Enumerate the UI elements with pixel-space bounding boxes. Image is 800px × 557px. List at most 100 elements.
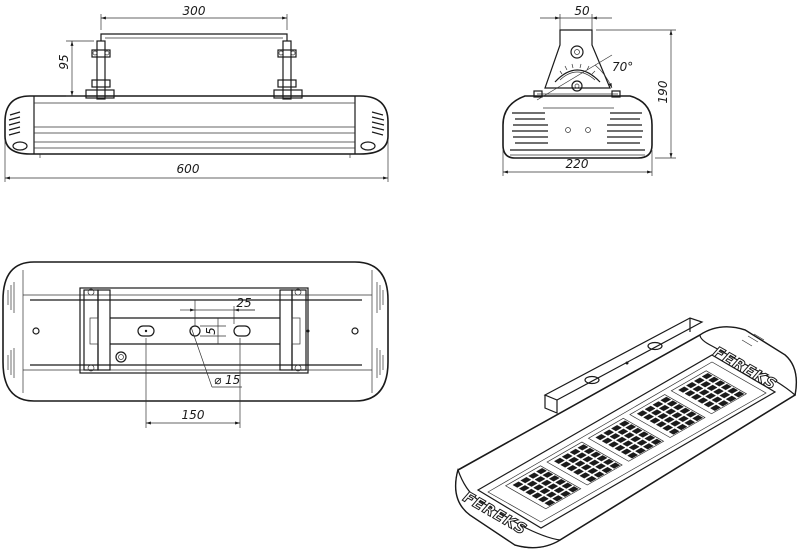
dim-label-95: 95 [57,54,71,69]
led-chip [690,393,702,401]
led-chip [670,420,681,427]
iso-led-panel [476,354,777,529]
led-chip [534,476,546,483]
led-chip [713,388,724,395]
dim-side-top-width: 50 [540,4,612,30]
led-module [670,370,748,415]
led-chip [596,455,608,462]
led-chip [576,452,587,459]
led-chip [628,444,640,451]
iso-led-grid [504,370,748,510]
led-chip [658,404,670,412]
side-bracket [533,29,621,98]
dim-label-220: 220 [566,157,589,171]
led-chip [585,475,597,483]
led-chip [609,462,621,469]
led-chip [561,453,573,460]
led-chip [609,433,621,440]
led-chip [547,483,559,490]
led-chip [644,435,656,442]
dim-slot-height: 5 [200,318,226,344]
cooling-fins-left [8,111,28,151]
led-chip [698,389,710,396]
led-chip [555,478,567,486]
led-chip [706,384,718,392]
led-chip [725,395,737,402]
angle-line [536,54,613,101]
led-chip [548,475,560,482]
dim-label-d15: ⌀ 15 [214,373,240,387]
led-chip [693,377,705,384]
led-chip [650,438,662,445]
led-chip [733,391,745,398]
led-chip [625,424,637,431]
dim-label-600: 600 [177,162,200,176]
led-chip [710,404,721,411]
led-chip [590,451,602,458]
dim-bracket-width: 300 [100,4,288,30]
led-chip [545,491,557,498]
top-fins-left [7,282,15,378]
led-chip [602,458,614,466]
led-chip [700,381,712,388]
dim-label-25: 25 [236,296,251,310]
led-chip [574,460,586,467]
led-chip [601,466,613,474]
dim-label-300: 300 [183,4,206,18]
led-chip [678,386,690,393]
led-chip [671,412,683,419]
led-chip [537,496,549,503]
led-chip [560,490,571,497]
dim-side-height: 190 [596,29,676,159]
led-chip [577,444,589,451]
led-chip [582,456,594,463]
led-chip [611,424,622,432]
led-chip [685,411,697,418]
led-chip [714,380,726,387]
led-chip [679,407,691,414]
dim-label-5: 5 [204,327,218,335]
led-chip [643,413,655,421]
led-chip [627,452,639,459]
led-chip [630,435,642,443]
led-chip [657,413,669,420]
led-chip [623,432,635,439]
led-chip [717,400,729,407]
led-chip [719,392,731,399]
top-fins-right [376,282,384,378]
led-chip [579,472,591,479]
led-chip [539,487,551,495]
led-chip [536,467,547,475]
led-chip [652,401,664,408]
led-chip [620,448,632,455]
led-chip [727,387,739,394]
iso-bracket [543,317,704,401]
led-chip [660,396,672,403]
led-chip [618,420,630,427]
led-chip [703,401,715,408]
led-chip [520,476,532,484]
led-chip [684,419,696,426]
slot-right [233,325,251,337]
led-chip [663,416,675,423]
led-chip [655,421,667,428]
led-chip [642,443,654,450]
led-chip [711,396,723,403]
led-chip [580,464,592,471]
led-chip [583,447,595,455]
led-chip [553,487,565,494]
dim-label-190: 190 [656,80,670,103]
dim-hole-spacing: 150 [145,338,241,428]
led-chip [528,472,540,479]
led-module [587,417,665,462]
led-chip [525,488,537,496]
led-chip [666,400,678,407]
led-chip [561,482,573,489]
led-chip [705,392,717,400]
iso-endcap-left [455,467,562,549]
dim-label-70deg: 70° [612,60,633,74]
dim-label-150: 150 [182,408,205,422]
top-view: 25 5 ⌀ 15 150 [2,261,389,428]
led-chip [544,499,556,506]
